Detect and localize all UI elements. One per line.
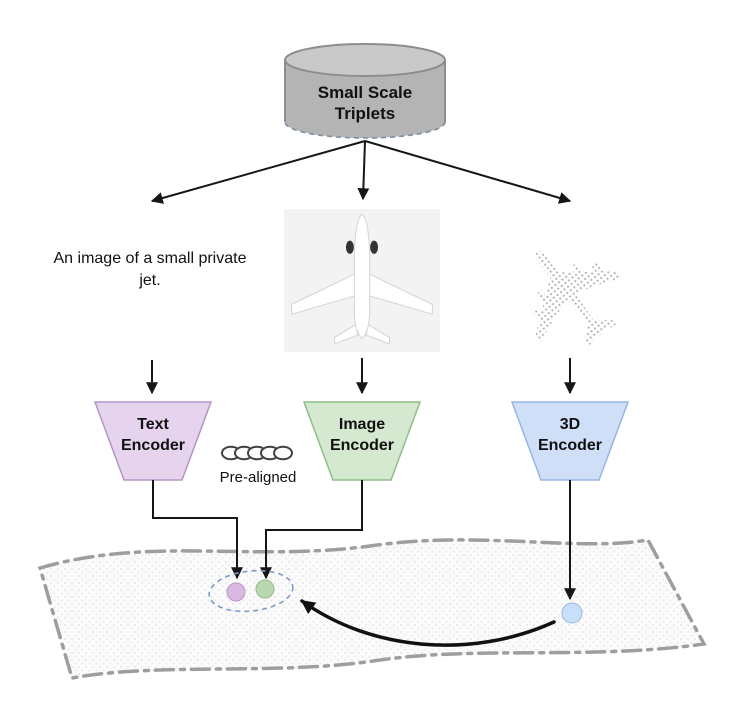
database-top-edge — [284, 43, 446, 77]
manifold-border — [37, 538, 707, 681]
text-embedding-dot — [226, 582, 246, 602]
image-encoder-shape — [302, 401, 422, 481]
embedding-connectors — [152, 480, 576, 601]
embedding-manifold — [37, 538, 707, 681]
chain-icon — [221, 445, 293, 461]
engine-right — [370, 240, 379, 254]
fanout-arrows — [150, 140, 572, 204]
alignment-ellipse — [208, 569, 294, 613]
engine-left — [345, 240, 354, 254]
modality-arrows — [146, 358, 576, 395]
triplets-database — [284, 43, 446, 139]
airplane-silhouette — [291, 213, 433, 345]
arrow-to-pointcloud — [364, 140, 572, 204]
alignment-arrow — [300, 599, 556, 647]
connector-image-embedding — [260, 480, 363, 580]
arrow-to-text — [150, 140, 366, 204]
shape-encoder-3d — [510, 401, 630, 481]
airplane-top-view-image — [284, 209, 440, 352]
text-encoder-shape — [93, 401, 213, 481]
image-embedding-dot — [255, 579, 275, 599]
point-cloud-airplane-icon: ✈ — [459, 193, 673, 399]
arrow-to-image — [357, 140, 370, 201]
connector-text-embedding — [152, 480, 243, 580]
shape-embedding-dot — [561, 602, 583, 624]
